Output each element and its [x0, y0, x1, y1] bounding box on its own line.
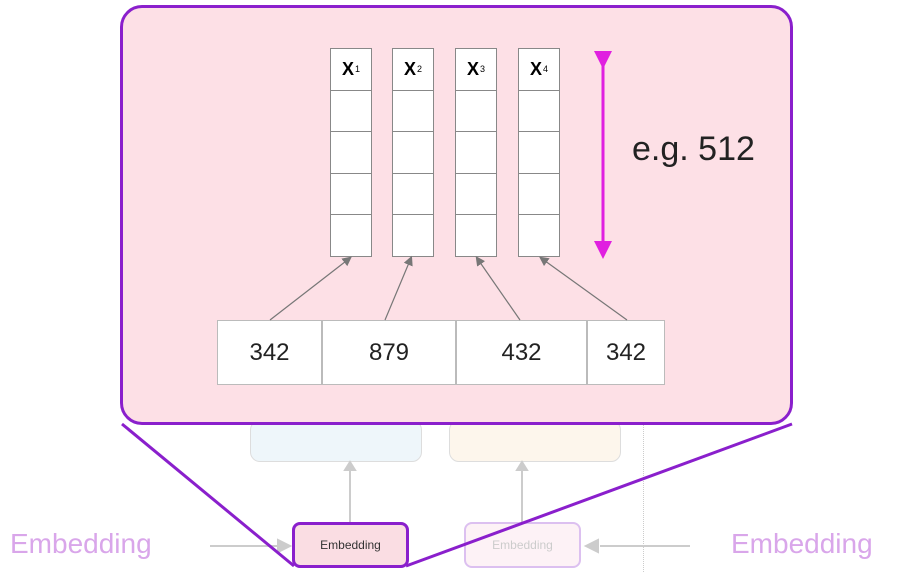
- embedding-box-active[interactable]: Embedding: [292, 522, 409, 568]
- arrow: [539, 256, 628, 321]
- vector-subscript: 3: [480, 64, 486, 75]
- vector-cell: [455, 131, 497, 174]
- arrow: [269, 256, 352, 321]
- vector-cell: [330, 131, 372, 174]
- vector-cell: [518, 172, 560, 216]
- vector-subscript: 1: [355, 64, 361, 75]
- vector-cell: [392, 172, 434, 216]
- token-cell: 342: [217, 320, 322, 385]
- token-cell: 432: [456, 320, 587, 385]
- vector-label: X: [529, 58, 542, 79]
- embedding-box-faded-label: Embedding: [492, 538, 553, 552]
- embedding-label-left: Embedding: [10, 528, 152, 559]
- arrow: [384, 255, 413, 321]
- embedding-box-faded: Embedding: [464, 522, 581, 568]
- vector-cell: [518, 131, 560, 174]
- vector-subscript: 4: [543, 64, 549, 75]
- token-cell: 342: [587, 320, 665, 385]
- token-cell: 879: [322, 320, 456, 385]
- vector-cell: [455, 172, 497, 216]
- vector-label: X: [466, 58, 479, 79]
- embedding-box-label: Embedding: [320, 538, 381, 552]
- divider: [643, 425, 644, 572]
- token-row: 342 879 432 342: [217, 320, 665, 385]
- vector-cell: [392, 214, 434, 257]
- vector-cell: [518, 214, 560, 257]
- embedding-label-right: Embedding: [731, 528, 873, 559]
- arrow: [475, 256, 521, 321]
- vector-cell: [330, 214, 372, 257]
- decoder-block-faded: [449, 420, 621, 462]
- vector-subscript: 2: [417, 64, 423, 75]
- vector-label: X: [341, 58, 354, 79]
- vector-label: X: [403, 58, 416, 79]
- dimension-label: e.g. 512: [632, 130, 755, 168]
- vector-cell: [518, 89, 560, 133]
